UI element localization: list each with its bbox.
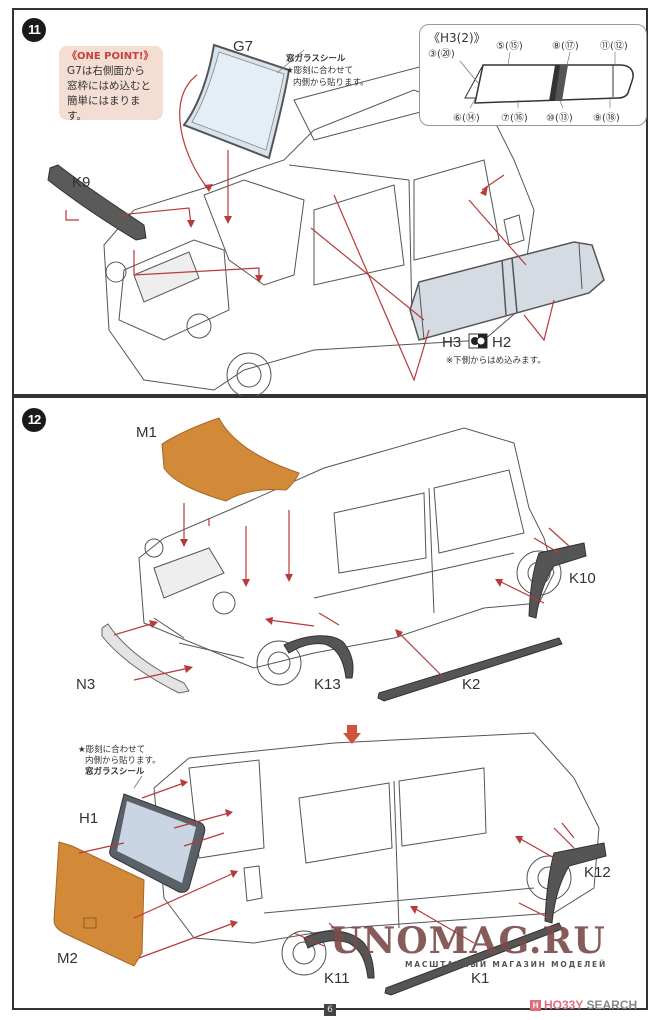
- window-seal-line-1-b: ★彫刻に合わせて: [78, 745, 146, 755]
- h3-callout-3-20: ③(⑳): [428, 49, 455, 60]
- seal-leader-line: [276, 49, 305, 74]
- car-front-view: [138, 427, 562, 686]
- part-k11: [303, 930, 375, 979]
- part-h3-side-windows: [409, 241, 605, 341]
- window-seal-line-2-b: 内側から貼ります。: [85, 756, 161, 766]
- one-point-line-3: 簡単にはまります。: [67, 95, 141, 122]
- window-seal-line-1: ★彫刻に合わせて: [286, 66, 354, 76]
- one-point-line-1: G7は右側面から: [67, 65, 145, 77]
- step-11-illustration: [47, 43, 605, 398]
- label-k12: K12: [584, 864, 611, 881]
- window-seal-line-2: 内側から貼ります。: [293, 78, 369, 88]
- assembly-arrows: [65, 74, 555, 382]
- h3-h2-paint-icon: [468, 333, 488, 349]
- step-number-12: 12: [22, 408, 46, 432]
- part-n3: [101, 623, 190, 694]
- seal-leader-line-2: [133, 775, 143, 789]
- step-12-illustration: [53, 417, 607, 996]
- label-m1: M1: [136, 424, 157, 441]
- page-number: 6: [324, 1004, 336, 1016]
- window-seal-title: 窓ガラスシール: [286, 54, 346, 64]
- part-k9: [47, 164, 147, 241]
- arrow-heads: [187, 184, 488, 283]
- label-m2: M2: [57, 950, 78, 967]
- label-k1: K1: [471, 970, 490, 987]
- label-n3: N3: [76, 676, 96, 693]
- label-h2: H2: [492, 334, 512, 351]
- arrow-heads-lower: [180, 779, 523, 928]
- watermark-subtitle: МАСШТАБНЫЙ МАГАЗИН МОДЕЛЕЙ: [405, 960, 608, 969]
- label-k2: K2: [462, 676, 481, 693]
- h3-callout-10-13: ⑩(⑬): [546, 113, 573, 124]
- assembly-arrows-upper: [113, 503, 570, 681]
- step-number-11: 11: [22, 18, 46, 42]
- one-point-heading: 《ONE POINT!》: [67, 51, 154, 62]
- label-k13: K13: [314, 676, 341, 693]
- label-h1: H1: [79, 810, 99, 827]
- part-k13: [283, 635, 354, 679]
- label-h3: H3: [442, 334, 462, 351]
- step-12-panel: 12 M1 N3 K13 K2 K10 ★彫刻に合わせて 内側から貼ります。 窓…: [12, 396, 648, 1010]
- part-k10: [528, 542, 587, 619]
- assembly-arrows-lower: [78, 782, 575, 959]
- h3-diagram: [459, 51, 634, 109]
- h3-callout-11-12: ⑪(⑫): [600, 41, 628, 52]
- h3-note: ※下側からはめ込みます。: [446, 356, 546, 366]
- part-m1-hood: [161, 417, 300, 502]
- h3-detail-box: 《H3(2)》 ③(⑳) ⑤(⑮) ⑧(⑰) ⑪(⑫) ⑥(⑭) ⑦(⑯) ⑩(…: [419, 24, 647, 126]
- next-step-down-arrow-icon: [343, 725, 361, 744]
- part-m2-tailgate: [53, 841, 145, 967]
- h3-box-title: 《H3(2)》: [428, 31, 486, 45]
- part-g7-windshield: [182, 43, 291, 160]
- hobby-brand-text: HO33Y: [544, 998, 584, 1012]
- part-k12: [544, 842, 607, 924]
- h3-callout-5-15: ⑤(⑮): [496, 41, 523, 52]
- h3-callout-8-17: ⑧(⑰): [552, 41, 579, 52]
- h3-callout-9-18: ⑨(⑱): [593, 113, 620, 124]
- hobby-search-icon: H: [530, 1000, 541, 1011]
- h3-callout-6-14: ⑥(⑭): [453, 113, 480, 124]
- h3-callout-7-16: ⑦(⑯): [501, 113, 528, 124]
- one-point-line-2: 窓枠にはめ込むと: [67, 80, 151, 92]
- part-k2: [377, 637, 563, 702]
- part-h1-rear-glass: [109, 793, 206, 893]
- part-k1: [384, 922, 563, 996]
- watermark-logo: UNOMAG.RU: [330, 920, 606, 962]
- label-k9: K9: [72, 174, 91, 191]
- step-11-panel: 11 《ONE POINT!》 G7は右側面から 窓枠にはめ込むと 簡単にはまり…: [12, 8, 648, 398]
- window-seal-title-b: 窓ガラスシール: [85, 767, 145, 777]
- label-k11: K11: [324, 970, 350, 987]
- arrow-heads-upper: [149, 539, 503, 673]
- label-k10: K10: [569, 570, 596, 587]
- hobby-search-text: SEARCH: [583, 998, 638, 1012]
- label-g7: G7: [233, 38, 254, 55]
- one-point-callout: 《ONE POINT!》 G7は右側面から 窓枠にはめ込むと 簡単にはまります。: [59, 46, 163, 122]
